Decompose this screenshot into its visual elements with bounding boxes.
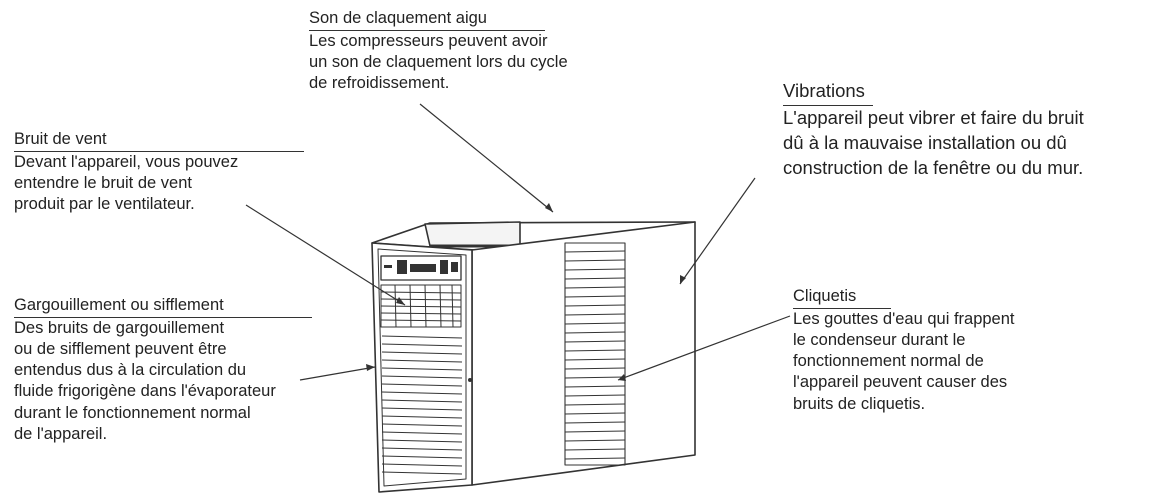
callout-title: Vibrations: [783, 80, 865, 101]
leader-vent: [245, 204, 406, 306]
leader-gargouillement: [299, 366, 376, 381]
title-underline: [14, 317, 312, 319]
callout-gargouillement: Gargouillement ou sifflement Des bruits …: [14, 295, 312, 445]
callout-description: Les gouttes d'eau qui frappent le conden…: [793, 310, 1015, 413]
leader-vibrations: [679, 177, 756, 285]
callout-vent: Bruit de vent Devant l'appareil, vous po…: [14, 129, 304, 215]
title-underline: [309, 30, 545, 32]
title-underline: [793, 308, 891, 310]
callout-description: Des bruits de gargouillement ou de siffl…: [14, 319, 276, 443]
callout-description: Les compresseurs peuvent avoir un son de…: [309, 32, 568, 93]
leader-lines: [245, 103, 791, 381]
callout-description: Devant l'appareil, vous pouvez entendre …: [14, 153, 239, 214]
callout-claquement: Son de claquement aigu Les compresseurs …: [309, 8, 568, 94]
leader-claquement: [419, 103, 554, 213]
callout-vibrations: Vibrations L'appareil peut vibrer et fai…: [783, 79, 1084, 181]
callout-description: L'appareil peut vibrer et faire du bruit…: [783, 106, 1084, 178]
title-underline: [783, 104, 873, 106]
leader-cliquetis: [617, 315, 791, 381]
callout-cliquetis: Cliquetis Les gouttes d'eau qui frappent…: [793, 286, 1015, 415]
callout-title: Cliquetis: [793, 287, 857, 305]
callout-title: Bruit de vent: [14, 130, 107, 148]
callout-title: Gargouillement ou sifflement: [14, 296, 224, 314]
air-conditioner-icon: [371, 221, 696, 493]
title-underline: [14, 151, 304, 153]
callout-title: Son de claquement aigu: [309, 9, 487, 27]
